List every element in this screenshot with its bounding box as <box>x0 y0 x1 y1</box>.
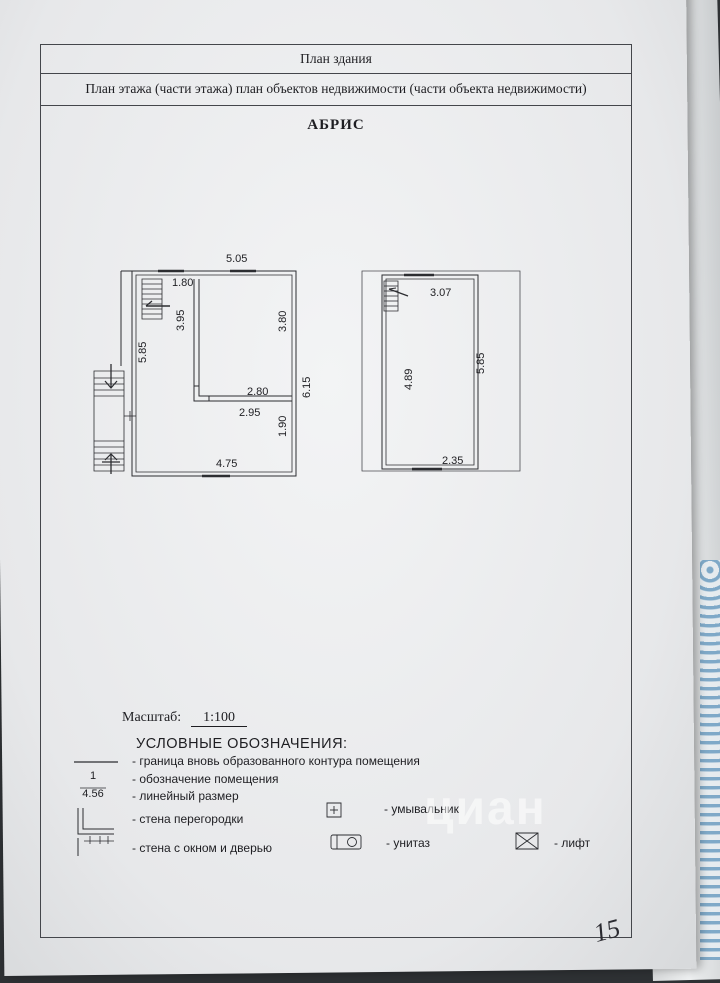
legend-room-number: 1 <box>89 770 97 782</box>
dim-top-5-05: 5.05 <box>226 253 247 265</box>
legend-boundary: - граница вновь образованного контура по… <box>132 754 420 768</box>
lace-background <box>700 560 720 960</box>
document-page: План здания План этажа (части этажа) пла… <box>0 0 697 976</box>
scale-label: Масштаб: <box>122 710 182 725</box>
dim-bottom-4-75: 4.75 <box>216 458 237 470</box>
dim-3-95: 3.95 <box>175 310 187 331</box>
dim-2-95: 2.95 <box>239 407 260 419</box>
legend-room-area: 4.56 <box>82 788 104 800</box>
plan2-walls <box>361 270 521 472</box>
dim2-top-3-07: 3.07 <box>430 287 451 299</box>
dim-6-15: 6.15 <box>301 377 313 398</box>
dim-5-85-left: 5.85 <box>137 342 149 363</box>
plan1-outdoor-stairs <box>93 364 136 474</box>
dim-stair-1-80: 1.80 <box>172 277 193 289</box>
legend-room-label: - обозначение помещения <box>132 772 279 786</box>
legend-toilet: - унитаз <box>386 836 431 850</box>
scale: Масштаб: 1:100 <box>122 710 248 727</box>
dim-1-90: 1.90 <box>277 416 289 437</box>
dim-3-80: 3.80 <box>277 311 289 332</box>
plan1-walls <box>120 269 297 478</box>
floor-plans: 5.05 1.80 3.95 3.80 5.85 6.15 2.80 2.95 … <box>74 252 539 856</box>
plan1-stairs-top <box>141 278 170 320</box>
legend-linear-size: - линейный размер <box>132 789 239 803</box>
plan2-stairs <box>383 280 409 312</box>
legend-symbols <box>74 761 539 856</box>
legend-title: УСЛОВНЫЕ ОБОЗНАЧЕНИЯ: <box>136 736 348 752</box>
dim2-bottom-2-35: 2.35 <box>442 455 463 467</box>
dim-2-80: 2.80 <box>247 386 268 398</box>
legend-wall-window-door: - стена с окном и дверью <box>132 841 273 855</box>
legend-partition-wall: - стена перегородки <box>132 812 244 826</box>
scale-value: 1:100 <box>191 710 248 727</box>
watermark: циан <box>424 782 547 835</box>
dim2-5-85: 5.85 <box>475 353 487 374</box>
legend-elevator: - лифт <box>554 836 591 850</box>
dim2-4-89: 4.89 <box>403 369 415 390</box>
